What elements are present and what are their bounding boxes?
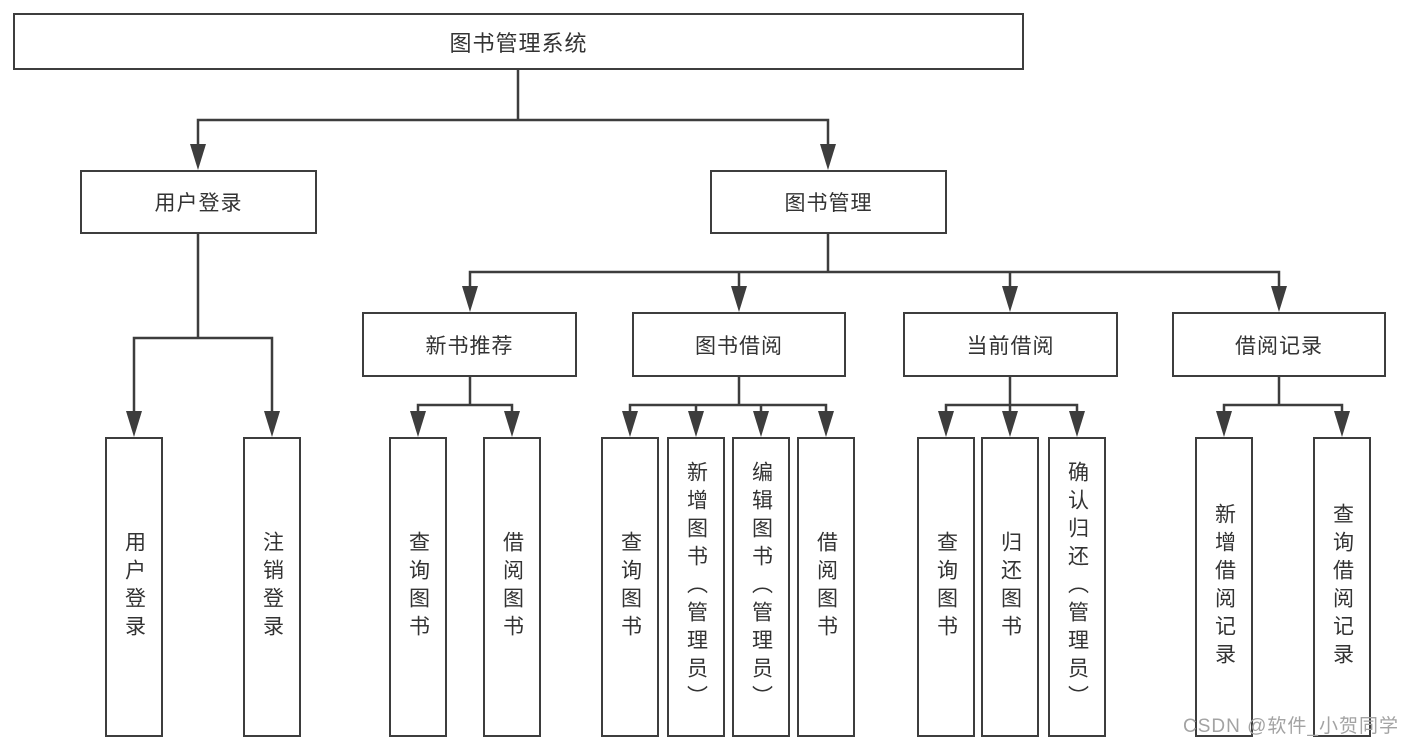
connector-current-to-leaves [944,374,1079,415]
arrowhead [462,286,478,312]
connector-root-to-level1 [196,67,830,148]
node-leaf-records-add-borrow-record: 新增借阅记录 [1195,437,1253,737]
arrowhead [1334,411,1350,437]
connector-user-login-to-leaves [132,231,274,415]
connector-new-rec-to-leaves [416,374,514,415]
arrowhead [731,286,747,312]
node-leaf-borrowing-query-books: 查询图书 [601,437,659,737]
node-current-borrowing: 当前借阅 [903,312,1118,377]
node-leaf-recommend-borrow-books: 借阅图书 [483,437,541,737]
node-library-management-system: 图书管理系统 [13,13,1024,70]
connector-book-mgmt-to-level2 [468,231,1281,290]
arrowhead [126,411,142,437]
arrowhead [688,411,704,437]
node-user-login: 用户登录 [80,170,317,234]
arrowhead [1002,286,1018,312]
node-leaf-borrowing-borrow-books: 借阅图书 [797,437,855,737]
arrowhead [818,411,834,437]
arrowhead [1271,286,1287,312]
arrowhead [264,411,280,437]
arrowhead [938,411,954,437]
arrowhead [820,144,836,170]
arrowhead [753,411,769,437]
node-leaf-current-query-books: 查询图书 [917,437,975,737]
node-borrowing-records: 借阅记录 [1172,312,1386,377]
connector-records-to-leaves [1222,374,1344,415]
arrowhead [410,411,426,437]
node-book-management: 图书管理 [710,170,947,234]
node-leaf-borrowing-add-books-admin: 新增图书（管理员） [667,437,725,737]
node-leaf-records-query-borrow-record: 查询借阅记录 [1313,437,1371,737]
node-leaf-borrowing-edit-books-admin: 编辑图书（管理员） [732,437,790,737]
csdn-watermark: CSDN @软件_小贺同学 [1183,716,1399,737]
node-leaf-current-return-books: 归还图书 [981,437,1039,737]
arrowhead [504,411,520,437]
arrowhead [622,411,638,437]
arrowhead [1216,411,1232,437]
connector-borrowing-to-leaves [628,374,828,415]
node-leaf-current-confirm-return-admin: 确认归还（管理员） [1048,437,1106,737]
node-leaf-user-login: 用户登录 [105,437,163,737]
node-book-borrowing: 图书借阅 [632,312,846,377]
arrowhead [190,144,206,170]
node-leaf-recommend-query-books: 查询图书 [389,437,447,737]
arrowhead [1002,411,1018,437]
arrowhead [1069,411,1085,437]
node-new-book-recommendation: 新书推荐 [362,312,577,377]
node-leaf-logout: 注销登录 [243,437,301,737]
